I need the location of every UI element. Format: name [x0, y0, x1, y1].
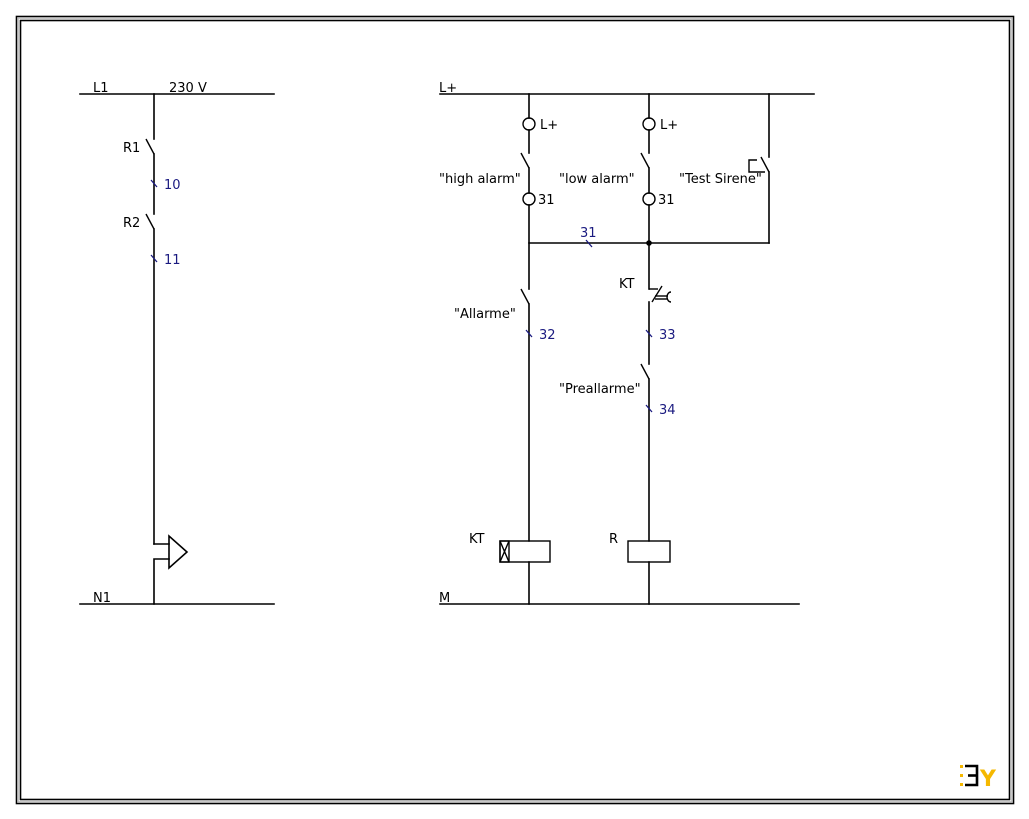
contact-blade — [520, 152, 530, 169]
contact-kt-label: KT — [619, 277, 635, 292]
contact-r2-label: R2 — [123, 216, 140, 231]
junction-ref: 31 — [580, 226, 597, 241]
control-circuit: L+ M L+ "high alarm" 31 L+ "low alarm" 3… — [439, 81, 815, 606]
logo-dot — [960, 783, 963, 786]
rail-n1-label: N1 — [93, 591, 111, 606]
contact-blade — [145, 138, 155, 155]
siren-icon — [153, 534, 189, 605]
contact-blade — [760, 156, 770, 173]
sheet-frame-gap — [17, 17, 1013, 803]
sheet-frame-inner — [19, 19, 1011, 801]
ref-34: 34 — [659, 403, 676, 418]
contact-kt-timed[interactable]: KT — [619, 277, 672, 303]
logo-dot — [960, 765, 963, 768]
contact-allarme[interactable]: "Allarme" — [454, 288, 530, 322]
ref-10: 10 — [164, 178, 181, 193]
ref-32: 32 — [539, 328, 556, 343]
input-high-alarm[interactable]: "high alarm" — [439, 152, 530, 187]
ref-33: 33 — [659, 328, 676, 343]
terminal-label: L+ — [540, 118, 558, 133]
coil-r-label: R — [609, 532, 618, 547]
contact-blade — [640, 363, 650, 380]
contact-blade — [651, 285, 663, 303]
terminal-31-2 — [642, 192, 656, 206]
contact-r1-label: R1 — [123, 141, 140, 156]
ref-11: 11 — [164, 253, 181, 268]
coil-body — [627, 540, 671, 563]
contact-blade — [640, 152, 650, 169]
logo-dot — [960, 774, 963, 777]
junction-dot — [646, 240, 652, 246]
input-high-alarm-label: "high alarm" — [439, 172, 521, 187]
xref-mark — [645, 329, 653, 338]
xref-mark — [150, 179, 158, 188]
timer-delay-icon-x — [499, 540, 510, 563]
xref-mark — [645, 404, 653, 413]
xref-mark — [150, 254, 158, 263]
terminal-label: 31 — [658, 193, 675, 208]
terminal-31-1 — [522, 192, 536, 206]
contact-preallarme[interactable]: "Preallarme" — [559, 363, 650, 397]
terminal-label: L+ — [660, 118, 678, 133]
contact-r2[interactable]: R2 — [123, 213, 155, 231]
brand-logo: Y — [960, 764, 997, 792]
power-circuit-230v: L1 230 V N1 R1 10 R2 11 — [79, 81, 275, 606]
sheet-frame-outer — [15, 15, 1015, 805]
input-test-sirene-label: "Test Sirene" — [679, 172, 762, 187]
voltage-label: 230 V — [169, 81, 207, 96]
contact-blade — [520, 288, 530, 305]
timer-delay-icon — [666, 291, 672, 303]
pushbutton-actuator-icon — [748, 159, 765, 173]
rail-m-label: M — [439, 591, 450, 606]
xref-mark — [585, 239, 593, 248]
timer-delay-icon — [499, 540, 510, 563]
coil-kt[interactable]: KT — [469, 532, 551, 563]
input-low-alarm-label: "low alarm" — [559, 172, 635, 187]
contact-r1[interactable]: R1 — [123, 138, 155, 156]
input-low-alarm[interactable]: "low alarm" — [559, 152, 650, 187]
input-test-sirene[interactable]: "Test Sirene" — [679, 156, 770, 187]
logo-letter: Y — [979, 767, 997, 792]
terminal-label: 31 — [538, 193, 555, 208]
rail-lplus-label: L+ — [439, 81, 457, 96]
coil-r[interactable]: R — [609, 532, 671, 563]
contact-allarme-label: "Allarme" — [454, 307, 516, 322]
contact-blade — [145, 213, 155, 230]
rail-l1-label: L1 — [93, 81, 109, 96]
terminal-lplus-1 — [522, 117, 536, 131]
coil-kt-label: KT — [469, 532, 485, 547]
xref-mark — [525, 329, 533, 338]
contact-preallarme-label: "Preallarme" — [559, 382, 641, 397]
terminal-lplus-2 — [642, 117, 656, 131]
